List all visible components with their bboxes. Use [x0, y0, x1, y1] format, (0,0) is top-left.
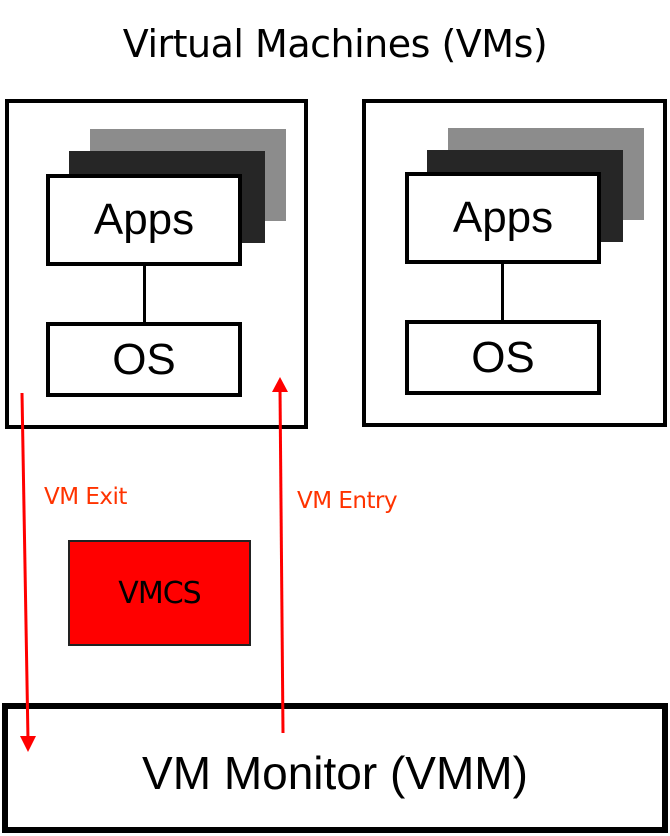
- arrow-head-down-icon: [20, 736, 36, 752]
- vm-exit-label: VM Exit: [44, 484, 127, 510]
- arrow-head-up-icon: [272, 377, 288, 392]
- diagram-title: Virtual Machines (VMs): [122, 22, 548, 66]
- vm-exit-arrow: [20, 392, 36, 752]
- vm-entry-label: VM Entry: [297, 488, 398, 514]
- vm-entry-arrow: [272, 377, 288, 734]
- vm2-apps-box: Apps: [405, 172, 601, 264]
- vm1-apps-os-connector: [143, 266, 146, 323]
- vm1-apps-box: Apps: [46, 174, 242, 266]
- vmm-box: VM Monitor (VMM): [2, 703, 668, 833]
- vm2-os-box: OS: [405, 320, 601, 395]
- vm2-apps-os-connector: [501, 264, 504, 321]
- vm1-os-box: OS: [46, 322, 242, 397]
- vmcs-box: VMCS: [68, 540, 251, 646]
